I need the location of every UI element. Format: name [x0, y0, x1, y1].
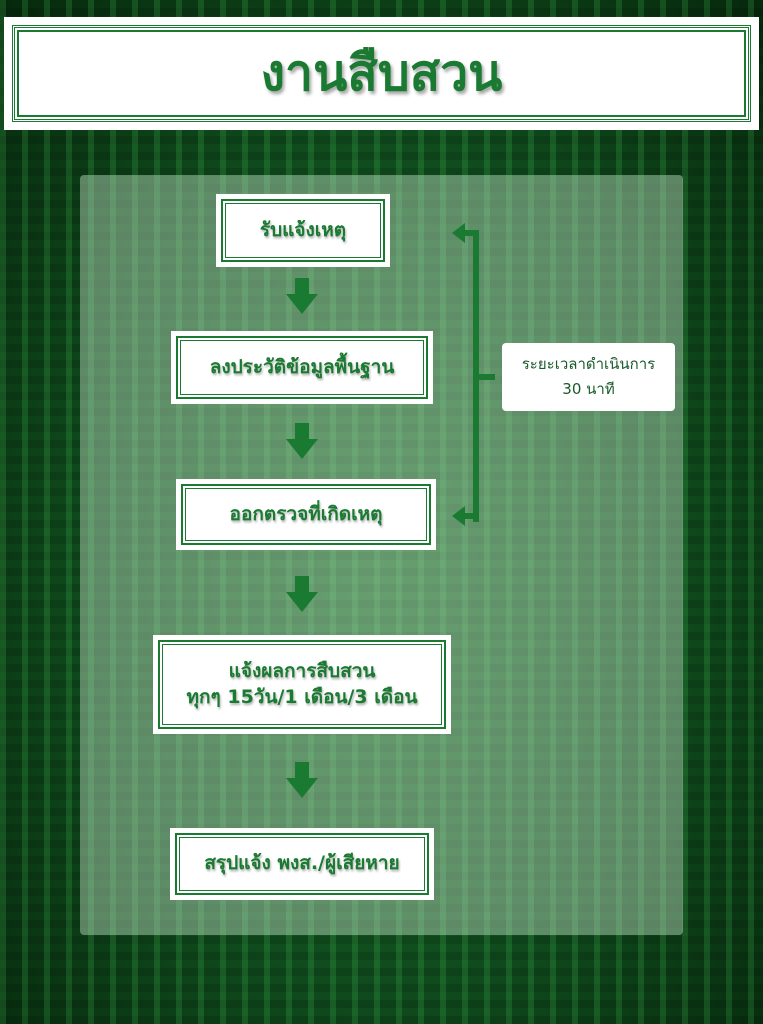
step-record-basic-info: ลงประวัติข้อมูลพื้นฐาน — [171, 331, 433, 404]
step-label: ลงประวัติข้อมูลพื้นฐาน — [209, 355, 395, 378]
page-title: งานสืบสวน — [260, 44, 503, 102]
step-label: แจ้งผลการสืบสวน — [228, 659, 376, 682]
flowchart-panel — [80, 175, 683, 935]
duration-note: ระยะเวลาดำเนินการ 30 นาที — [502, 343, 675, 411]
step-label-line2: ทุกๆ 15วัน/1 เดือน/3 เดือน — [186, 685, 418, 708]
bracket-icon — [452, 223, 495, 526]
step-inspect-scene: ออกตรวจที่เกิดเหตุ — [176, 479, 436, 550]
down-arrow-icon — [286, 423, 318, 459]
title-banner: งานสืบสวน — [4, 17, 759, 130]
step-summary-notify: สรุปแจ้ง พงส./ผู้เสียหาย — [170, 828, 434, 900]
down-arrow-icon — [286, 762, 318, 798]
step-label: สรุปแจ้ง พงส./ผู้เสียหาย — [204, 852, 400, 875]
down-arrow-icon — [286, 278, 318, 314]
duration-label: ระยะเวลาดำเนินการ — [521, 354, 656, 373]
step-label: ออกตรวจที่เกิดเหตุ — [229, 502, 383, 525]
down-arrow-icon — [286, 576, 318, 612]
duration-value: 30 นาที — [562, 380, 615, 398]
step-receive-report: รับแจ้งเหตุ — [216, 194, 390, 267]
step-report-progress: แจ้งผลการสืบสวนทุกๆ 15วัน/1 เดือน/3 เดือ… — [153, 635, 451, 734]
step-label: รับแจ้งเหตุ — [259, 218, 347, 241]
